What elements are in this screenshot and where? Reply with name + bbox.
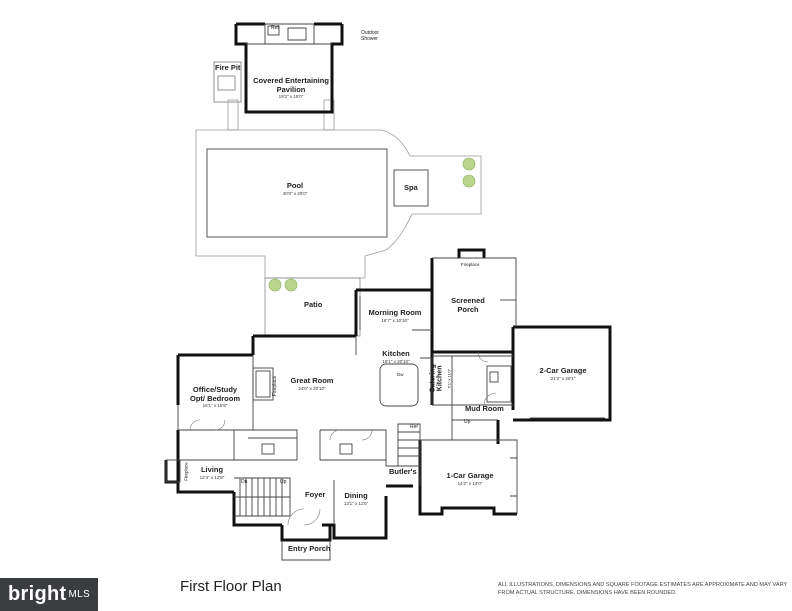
logo-suffix: MLS [68,589,90,600]
dishwasher-label: Dw [397,372,404,377]
stairs-dn-label: Dn [241,479,248,485]
kitchen-label: Kitchen 16'1" x 20'10" [380,349,412,364]
kitchen-dim: 16'1" x 20'10" [382,358,410,364]
great-room-label: Great Room 24'0" x 20'10" [286,376,338,391]
pavilion-name-2: Pavilion [276,84,306,94]
outdoor-shower-line-1: Outdoor [361,30,380,36]
two-car-garage-dim: 21'2" x 20'1" [550,375,576,381]
screened-porch-name-1: Screened [451,296,485,305]
exterior-walls [164,22,612,542]
pool-dim: 40'0" x 20'0" [282,190,308,196]
living-dim: 12'4" x 12'8" [199,474,225,480]
dining-dim: 13'1" x 11'0" [343,500,369,506]
screened-porch-name-2: Porch [457,304,479,314]
foyer-label: Foyer [305,490,326,499]
ref-top-label: Ref [271,25,279,31]
morning-room-name: Morning Room [368,308,422,317]
morning-room-dim: 16'7" x 10'10" [381,317,409,323]
pool-name: Pool [286,181,304,190]
mud-room-label: Mud Room [465,404,504,413]
office-study-label: Office/Study Opt/ Bedroom 16'1" x 16'8" [182,385,248,409]
pool-label: Pool 40'0" x 20'0" [270,181,320,196]
morning-room-label: Morning Room 16'7" x 10'10" [366,308,424,323]
pavilion-label: Covered Entertaining Pavilion 19'2" x 15… [252,76,330,100]
dining-name: Dining [344,491,368,500]
butlers-label: Butler's [389,467,417,476]
office-name-2: Opt/ Bedroom [190,393,240,403]
stairs-up-label: Up [280,479,287,485]
shrubs [268,157,476,292]
office-dim: 16'1" x 16'8" [202,403,228,409]
up-mid-label: Up [464,419,471,425]
spa-label: Spa [404,183,418,192]
pavilion-name-1: Covered Entertaining [253,76,329,85]
plan-title: First Floor Plan [180,578,282,595]
outdoor-shower-label: Outdoor Shower [361,30,380,42]
one-car-garage-name: 1-Car Garage [446,471,494,480]
ref-mid-label: Ref [410,424,418,430]
kitchen-name: Kitchen [382,349,410,358]
catering-kitchen-label: Catering Kitchen [430,363,445,393]
great-room-dim: 24'0" x 20'10" [298,385,326,391]
catering-name-1: Catering [429,364,437,393]
fire-pit-label: Fire Pit [215,63,241,72]
two-car-garage-label: 2-Car Garage 21'2" x 20'1" [537,366,589,381]
patio-label: Patio [304,300,323,309]
interior-walls [165,23,605,561]
living-name: Living [200,465,224,474]
outdoor-hardscape-outline [195,61,482,337]
screened-porch-label: Screened Porch [446,296,490,314]
dining-label: Dining 13'1" x 11'0" [340,491,372,506]
floor-plan-drawing [164,22,612,561]
living-label: Living 12'4" x 12'8" [195,465,229,480]
porch-fireplace-label: Fireplace [461,262,480,267]
great-room-fireplace-label: Fireplace [272,375,278,397]
office-name-1: Office/Study [192,385,238,394]
disclaimer-text: ALL ILLUSTRATIONS, DIMENSIONS AND SQUARE… [498,582,788,597]
one-car-garage-label: 1-Car Garage 14'2" x 13'0" [444,471,496,486]
logo-word: bright [8,583,67,605]
two-car-garage-name: 2-Car Garage [539,366,587,375]
living-fireplace-label: Fireplace [183,462,189,481]
catering-name-2: Kitchen [437,365,444,392]
door-swings [189,351,497,526]
pavilion-dim: 19'2" x 15'0" [278,94,304,100]
one-car-garage-dim: 14'2" x 13'0" [457,480,483,486]
catering-kitchen-dim: 5'1" x 11'0" [446,368,452,389]
great-room-name: Great Room [290,376,334,385]
outdoor-shower-line-2: Shower [361,35,378,42]
entry-porch-label: Entry Porch [288,544,331,553]
